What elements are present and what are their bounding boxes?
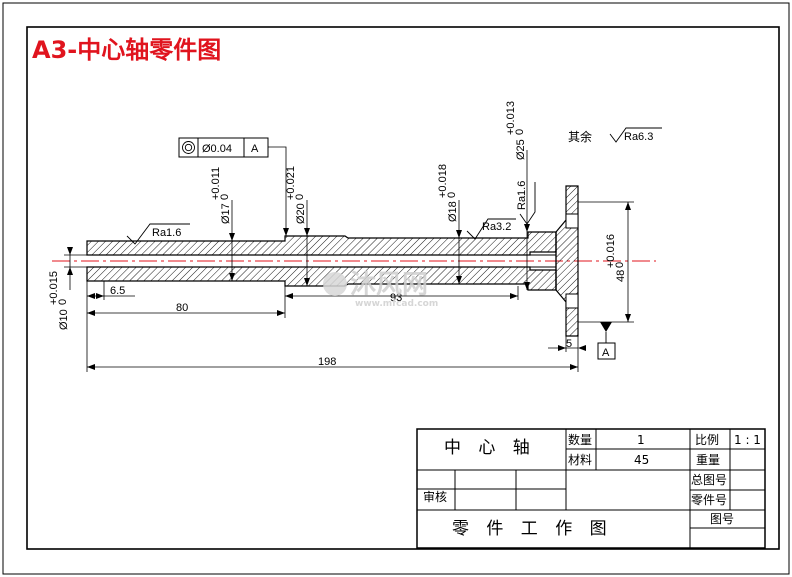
roughness-other: 其余 Ra6.3 [568,127,662,144]
d20-lower: 0 [294,194,306,200]
title-block: 中 心 轴 数量 1 比例 1 : 1 材料 45 重量 总图号 审核 零件号 … [416,428,766,549]
length-6-5: 6.5 [110,285,125,297]
diameter-d17: Ø17 +0.011 0 [210,167,232,224]
diameter-d20: Ø20 +0.021 0 [285,166,307,224]
roughness-icon [466,218,516,240]
drawing-title: A3-中心轴零件图 [32,36,221,64]
datum-triangle-icon [600,322,612,332]
d10-upper: +0.015 [48,271,60,305]
roughness-2-label: Ra3.2 [482,221,511,233]
dimension-arrows [67,202,631,370]
roughness-mark-2: Ra3.2 [466,218,516,240]
tb-drawing-no-label: 图号 [710,512,734,526]
watermark-text: 沐风网 [350,270,428,300]
watermark: 沐风网 www.mfcad.com [323,270,438,309]
d20-upper: +0.021 [285,166,297,200]
d18-lower: 0 [446,192,458,198]
d48-upper: +0.016 [605,234,617,268]
d17-main: Ø17 [220,203,232,224]
tb-scale-value: 1 : 1 [734,433,761,447]
length-80: 80 [176,302,188,314]
diameter-d18: Ø18 +0.018 0 [437,164,459,222]
length-93: 93 [390,292,402,304]
d48-main: 48 [615,270,627,282]
tb-material-label: 材料 [568,453,592,467]
dimension-lines [64,146,634,372]
roughness-icon [609,127,662,143]
tb-part-no-label: 零件号 [691,493,727,507]
tb-qty-label: 数量 [568,432,592,447]
d25-upper: +0.013 [505,101,517,135]
roughness-icon [519,182,536,225]
datum-label: A [602,347,610,359]
d25-lower: 0 [514,129,526,135]
tb-weight-label: 重量 [696,453,720,467]
tb-part-name: 中 心 轴 [444,438,536,458]
tb-qty-value: 1 [637,433,645,447]
tolerance-frame: Ø0.04 A [178,137,269,158]
roughness-mark-3: Ra1.6 [516,181,536,225]
tb-scale-label: 比例 [695,433,719,447]
d10-main: Ø10 [58,309,70,330]
diameter-d10: Ø10 +0.015 0 [48,271,70,330]
inner-border [26,26,780,550]
tolerance-value: Ø0.04 [202,143,232,155]
diameter-d25: Ø25 +0.013 0 [505,101,527,160]
d18-upper: +0.018 [437,164,449,198]
roughness-other-prefix: 其余 [568,129,592,144]
watermark-logo-icon [323,272,347,296]
tb-material-value: 45 [634,453,649,467]
d20-main: Ø20 [295,203,307,224]
tolerance-datum: A [251,143,259,155]
d17-upper: +0.011 [210,167,222,200]
roughness-3-label: Ra1.6 [516,181,528,210]
d18-main: Ø18 [447,201,459,222]
length-198: 198 [318,356,336,368]
roughness-mark-1: Ra1.6 [126,223,190,245]
d25-main: Ø25 [515,139,527,160]
tb-total-drawing-label: 总图号 [691,473,727,487]
roughness-icon [126,223,190,245]
roughness-other-value: Ra6.3 [624,131,653,143]
length-5: 5 [566,338,572,350]
concentricity-icon [182,141,195,154]
dimension-48: 48 +0.016 0 [605,234,627,282]
watermark-url: www.mfcad.com [355,299,438,309]
roughness-1-label: Ra1.6 [152,227,181,239]
d48-lower: 0 [614,262,626,268]
datum-marker: A [597,322,616,360]
d10-lower: 0 [57,299,69,305]
tb-drawing-type: 零 件 工 作 图 [452,519,613,539]
tb-review-label: 审核 [423,489,447,504]
d17-lower: 0 [219,194,231,200]
